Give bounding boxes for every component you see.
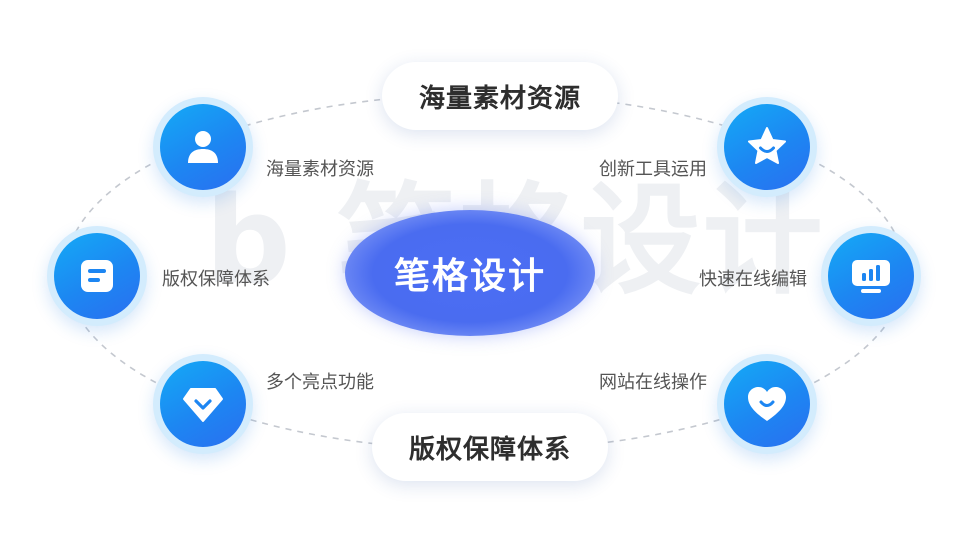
node-label-monitor-chart: 快速在线编辑 (699, 269, 807, 290)
node-monitor-chart (821, 226, 921, 326)
center-title: 笔格设计 (393, 256, 546, 297)
node-heart (717, 354, 817, 454)
center-title-ellipse: 笔格设计 (345, 210, 595, 336)
node-label-document: 版权保障体系 (162, 269, 270, 290)
node-label-diamond: 多个亮点功能 (266, 372, 374, 393)
document-icon (74, 253, 120, 299)
monitor-chart-icon (848, 253, 894, 299)
heart-icon (744, 381, 790, 427)
top-pill-label: 海量素材资源 (382, 62, 618, 130)
bottom-pill-label: 版权保障体系 (372, 413, 608, 481)
node-user (153, 97, 253, 197)
node-label-user: 海量素材资源 (266, 159, 374, 180)
diamond-icon (180, 381, 226, 427)
node-document (47, 226, 147, 326)
user-icon (180, 124, 226, 170)
node-label-heart: 网站在线操作 (599, 372, 707, 393)
node-diamond (153, 354, 253, 454)
star-icon (744, 124, 790, 170)
node-label-star: 创新工具运用 (599, 159, 707, 180)
node-star (717, 97, 817, 197)
